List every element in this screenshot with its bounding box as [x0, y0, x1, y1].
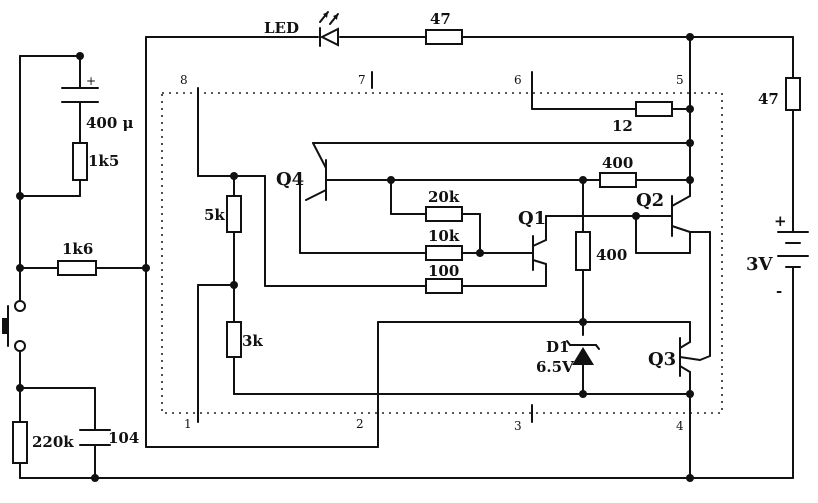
label-r-100: 100 [428, 262, 459, 280]
label-battery-plus: + [774, 212, 787, 230]
junctions [16, 33, 694, 482]
resistor-47-top [425, 29, 463, 45]
resistor-47-right [785, 77, 801, 111]
capacitor-104 [79, 429, 111, 446]
resistor-3k [226, 321, 242, 358]
resistor-400-horizontal [599, 172, 637, 188]
label-r-1k6: 1k6 [62, 240, 93, 258]
pin-number-7: 7 [358, 73, 366, 87]
label-battery-voltage: 3V [746, 254, 774, 275]
zener-diode-d1 [566, 340, 600, 365]
pin-number-6: 6 [514, 73, 522, 87]
label-d1-voltage: 6.5V [536, 358, 574, 376]
resistor-5k [226, 195, 242, 233]
label-r-220k: 220k [32, 433, 74, 451]
label-r-3k: 3k [242, 332, 263, 350]
label-r-12: 12 [612, 117, 633, 135]
transistor-q3 [679, 337, 701, 377]
label-q2: Q2 [636, 190, 664, 211]
label-q4: Q4 [276, 169, 304, 190]
battery-3v [777, 231, 809, 281]
led-diode [319, 11, 339, 47]
resistor-1k6 [57, 260, 97, 276]
pin-number-8: 8 [180, 73, 188, 87]
label-cap-400u: 400 μ [86, 114, 134, 132]
label-r-10k: 10k [428, 227, 460, 245]
resistor-12 [635, 101, 673, 117]
label-r-1k5: 1k5 [88, 152, 119, 170]
ic-outline [161, 92, 723, 414]
label-r-20k: 20k [428, 188, 460, 206]
push-switch [2, 300, 26, 352]
pin-number-2: 2 [356, 417, 364, 431]
label-r-47-right: 47 [758, 90, 779, 108]
label-q3: Q3 [648, 349, 676, 370]
label-cap-plus: + [86, 74, 96, 88]
resistor-10k [425, 245, 463, 261]
transistor-q4 [305, 142, 327, 201]
wires [19, 36, 794, 479]
pin-number-4: 4 [676, 419, 684, 433]
resistor-1k5 [72, 142, 88, 181]
pin-number-1: 1 [184, 417, 192, 431]
label-q1: Q1 [518, 208, 546, 229]
resistor-220k [12, 421, 28, 464]
transistor-q1 [532, 235, 547, 271]
label-d1: D1 [546, 338, 569, 356]
resistor-400-vertical [575, 231, 591, 271]
label-r-5k: 5k [204, 206, 225, 224]
label-battery-minus: - [776, 282, 782, 300]
transistor-q2 [654, 195, 691, 237]
resistor-100 [425, 278, 463, 294]
label-cap-104: 104 [108, 429, 139, 447]
label-r-47-top: 47 [430, 10, 451, 28]
pin-number-5: 5 [676, 73, 684, 87]
pin-number-3: 3 [514, 419, 522, 433]
label-led: LED [264, 19, 299, 37]
resistor-20k [425, 206, 463, 222]
label-r-400-mid: 400 [596, 246, 627, 264]
capacitor-400u [61, 87, 99, 103]
label-r-400-top: 400 [602, 154, 633, 172]
